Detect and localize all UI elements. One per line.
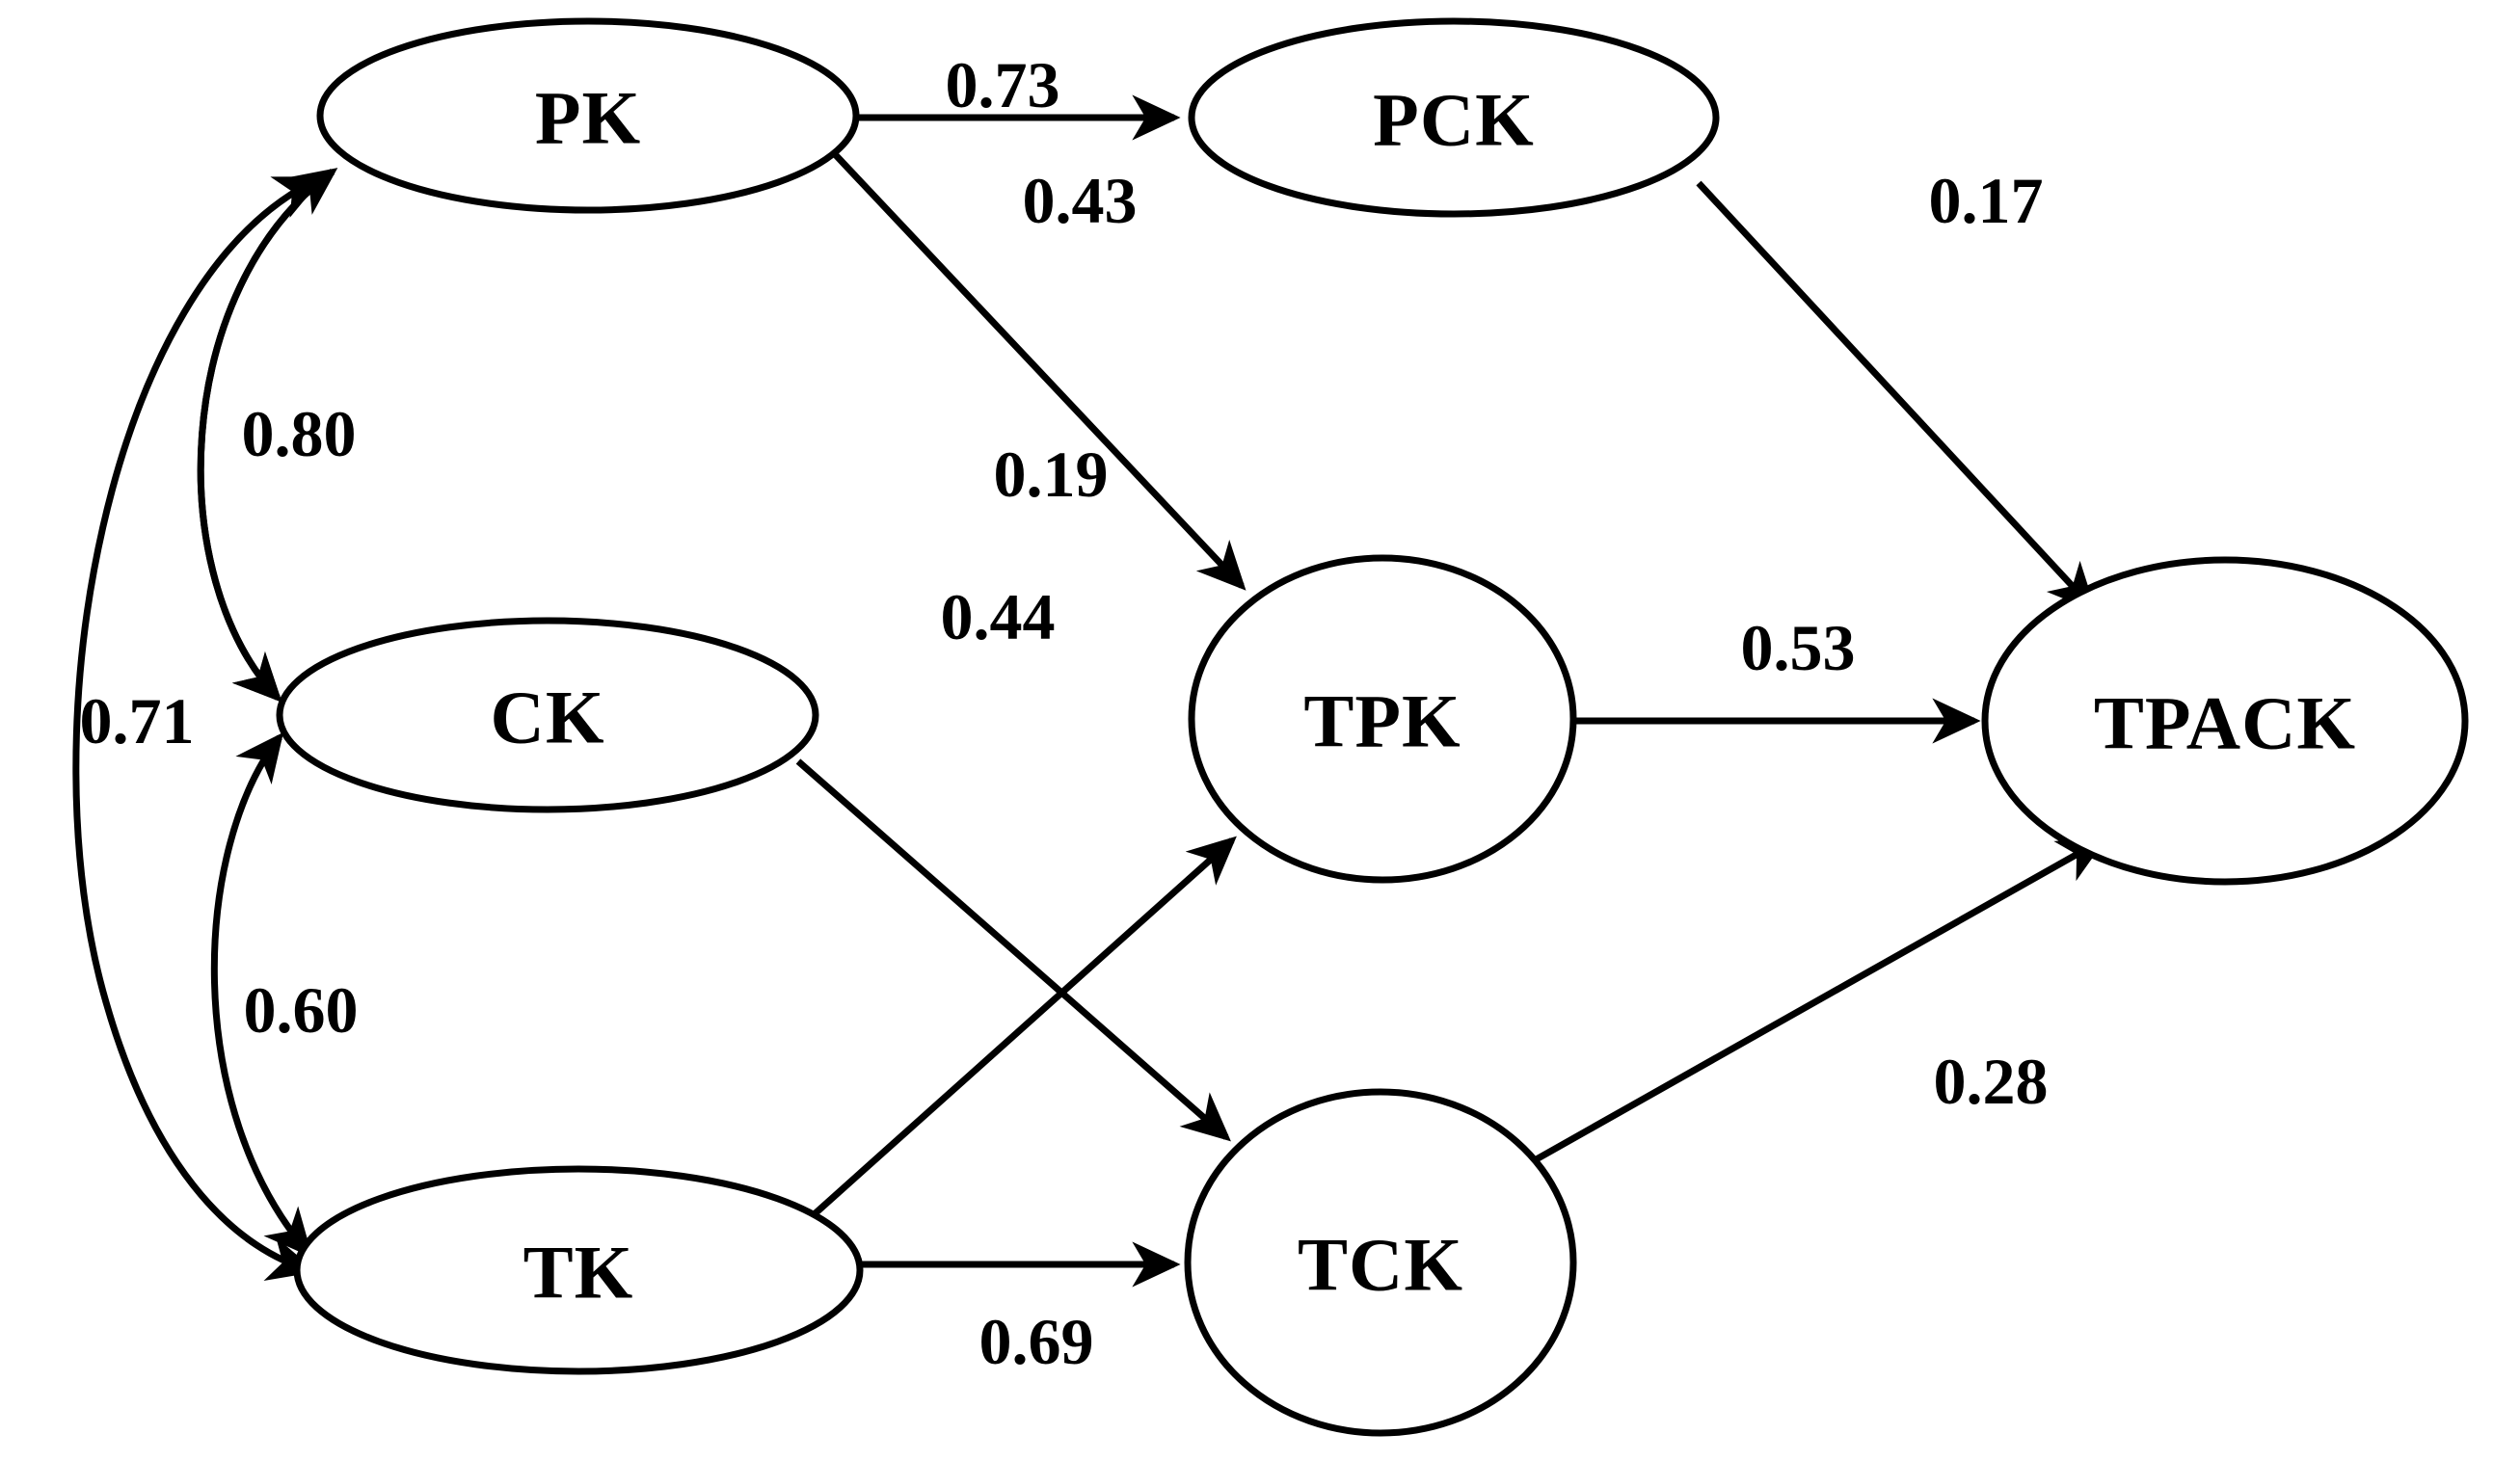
node-pck-label: PCK (1373, 78, 1535, 162)
edge-tk-tpk (788, 836, 1237, 1238)
node-tk[interactable]: TK (293, 1165, 864, 1375)
edge-label-tk-tck: 0.69 (979, 1305, 1094, 1378)
node-tpack-label: TPACK (2094, 681, 2356, 765)
node-ck-label: CK (491, 676, 605, 759)
edge-label-ck-tck: 0.19 (994, 438, 1109, 511)
node-tck[interactable]: TCK (1184, 1088, 1577, 1437)
node-tk-shape[interactable] (293, 1165, 864, 1375)
node-tpk-label: TPK (1303, 679, 1461, 763)
edge-layer (72, 94, 2107, 1288)
edge-ck-tck (795, 758, 1231, 1142)
node-tpack-shape[interactable] (1981, 556, 2469, 886)
node-pk-label: PK (535, 76, 641, 160)
node-pk[interactable]: PK (316, 17, 860, 214)
node-tck-shape[interactable] (1184, 1088, 1577, 1437)
node-tpk[interactable]: TPK (1188, 554, 1577, 884)
edge-ck-tk (210, 731, 313, 1258)
edge-pk-tk (72, 175, 324, 1282)
node-tpack[interactable]: TPACK (1981, 556, 2469, 886)
edge-label-tpk-tpack: 0.53 (1741, 611, 1856, 684)
edge-label-pck-tpack: 0.17 (1929, 164, 2044, 237)
edge-label-tk-tpk: 0.44 (941, 580, 1056, 653)
node-ck[interactable]: CK (276, 617, 819, 813)
node-ck-shape[interactable] (276, 617, 819, 813)
edge-label-pk-ck: 0.80 (242, 397, 357, 470)
node-tk-label: TK (523, 1231, 634, 1315)
node-pck[interactable]: PCK (1188, 17, 1720, 218)
node-layer: PK CK TK PCK TPK TCK (276, 17, 2469, 1437)
edge-label-pk-pck: 0.73 (946, 48, 1060, 121)
edge-pk-tpk (832, 151, 1247, 591)
edge-label-pk-tk: 0.71 (80, 684, 195, 757)
edge-pck-tpack (1696, 180, 2097, 612)
node-pck-shape[interactable] (1188, 17, 1720, 218)
edge-label-ck-tk: 0.60 (244, 973, 359, 1047)
node-tpk-shape[interactable] (1188, 554, 1577, 884)
edge-label-layer: 0.73 0.43 0.17 0.19 0.44 0.69 0.53 0.28 … (80, 48, 2049, 1378)
edge-label-tck-tpack: 0.28 (1934, 1045, 2049, 1118)
edge-tck-tpack (1531, 837, 2107, 1165)
node-pk-shape[interactable] (316, 17, 860, 214)
edge-label-pk-tpk: 0.43 (1023, 164, 1138, 237)
node-tck-label: TCK (1298, 1223, 1463, 1307)
